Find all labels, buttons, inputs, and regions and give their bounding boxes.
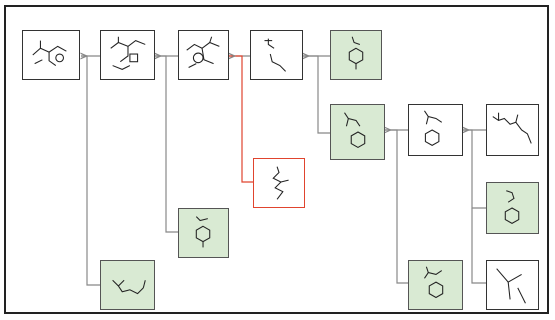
node-n9[interactable] (253, 158, 305, 208)
node-n12[interactable] (408, 260, 463, 310)
node-n13[interactable] (100, 260, 155, 310)
node-n3[interactable] (178, 30, 229, 80)
aryl-ring-icon (348, 36, 364, 70)
chain-molecule-icon (264, 38, 286, 72)
node-n2[interactable] (100, 30, 155, 80)
node-n11[interactable] (178, 208, 229, 258)
aryl-ring-icon (424, 110, 443, 146)
chain-molecule-icon (112, 279, 146, 295)
node-n8[interactable] (486, 104, 539, 156)
complex-molecule-icon (186, 36, 220, 68)
complex-molecule-icon (110, 36, 146, 70)
aryl-ring-icon (504, 190, 520, 224)
node-n1[interactable] (22, 30, 80, 80)
node-n14[interactable] (486, 260, 539, 310)
complex-molecule-icon (32, 40, 67, 66)
chain-molecule-icon (492, 112, 532, 144)
node-n4[interactable] (250, 30, 303, 80)
branched-molecule-icon (496, 268, 526, 304)
node-n7[interactable] (408, 104, 463, 156)
aryl-ring-icon (424, 266, 444, 299)
node-n10[interactable] (486, 182, 539, 234)
aryl-ring-icon (195, 216, 211, 248)
node-n5[interactable] (330, 30, 382, 80)
aryl-ring-icon (344, 112, 366, 149)
chain-molecule-icon (272, 166, 289, 200)
node-n6[interactable] (330, 104, 385, 160)
